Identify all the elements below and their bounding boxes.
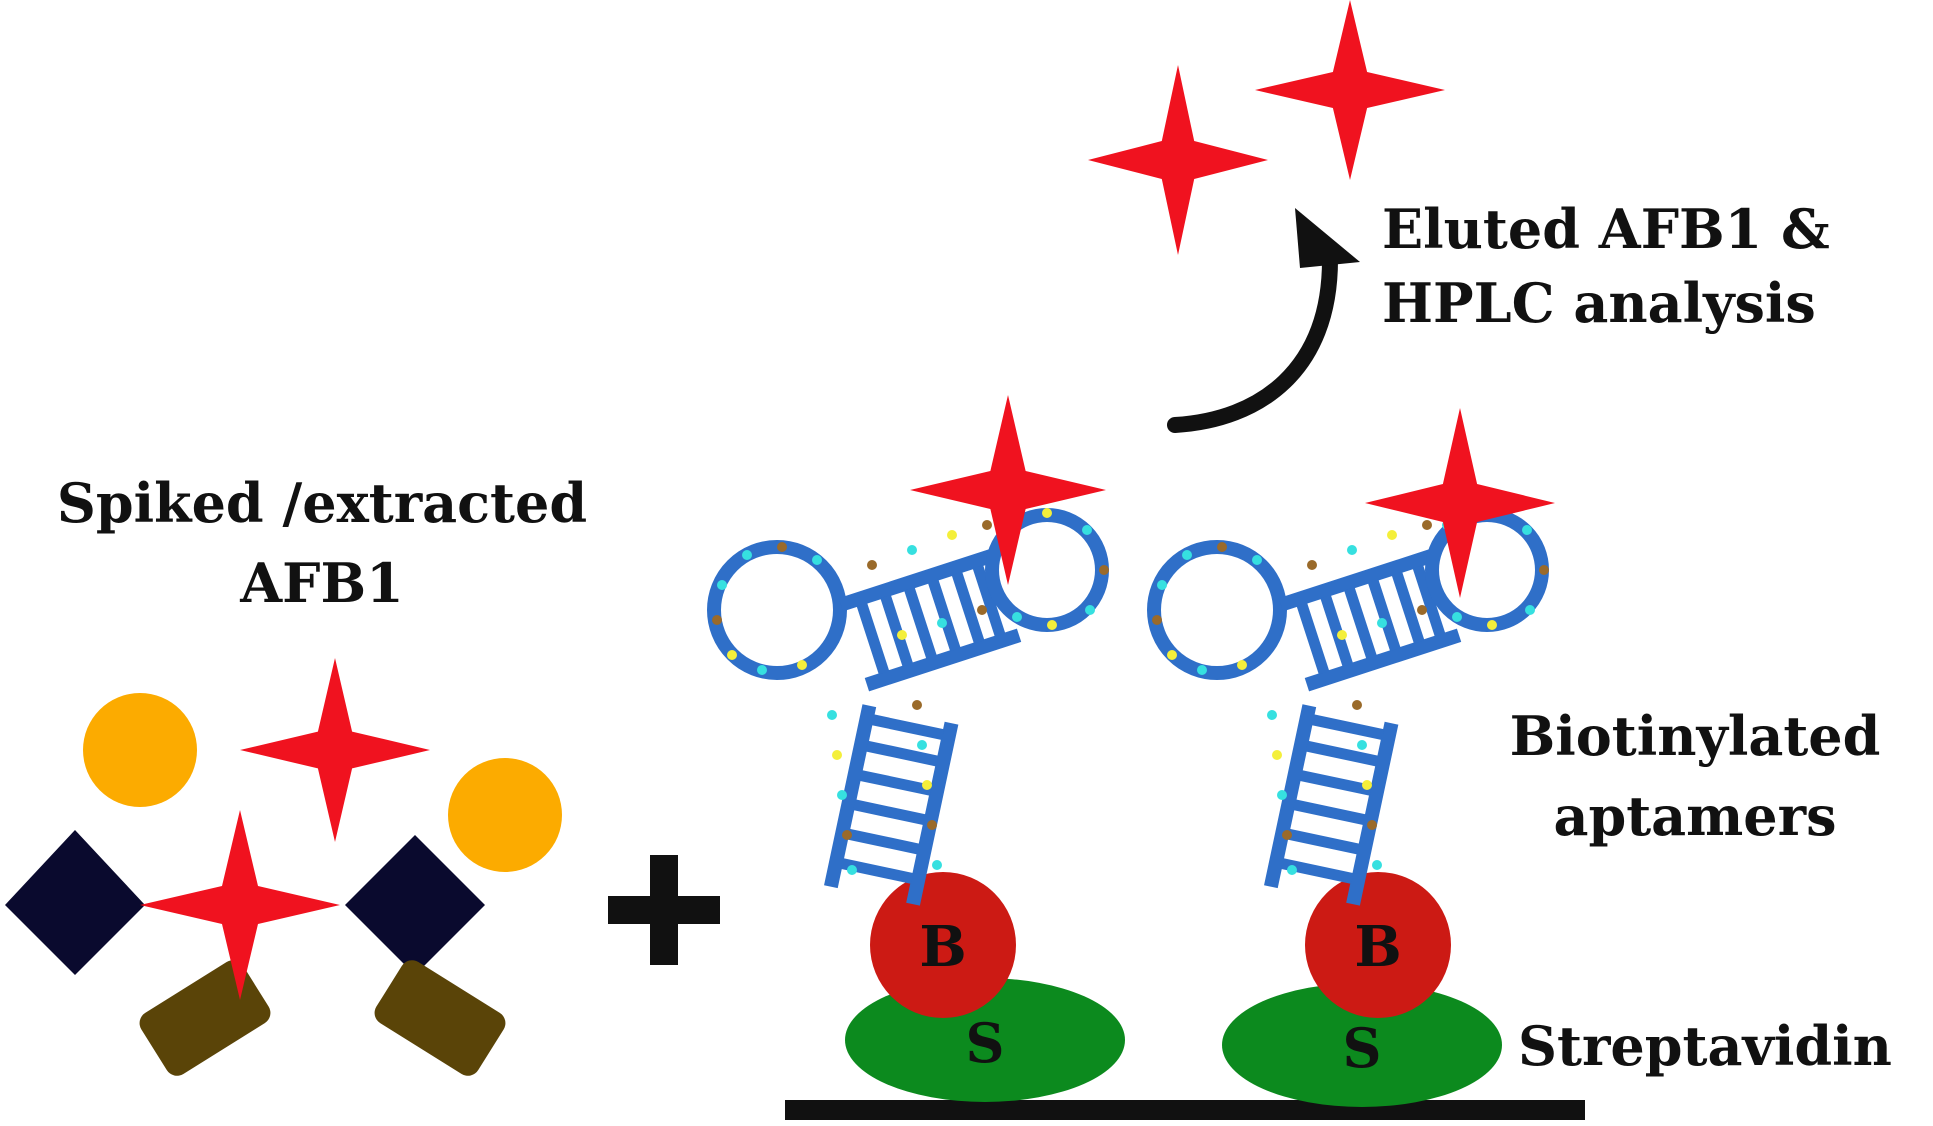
orange-circle: [83, 693, 197, 807]
sample-mixture: [5, 658, 562, 1076]
eluted-star-icon: [1088, 64, 1268, 255]
orange-circle: [448, 758, 562, 872]
biotin-1: B: [870, 872, 1016, 1018]
afb1-star-icon: [140, 810, 340, 1000]
biotinylated-label-line1: Biotinylated: [1510, 704, 1881, 768]
plus-icon: [608, 855, 720, 965]
streptavidin-letter: S: [966, 1011, 1005, 1075]
spiked-label-line1: Spiked /extracted: [57, 471, 587, 535]
olive-rectangle: [374, 960, 506, 1076]
eluted-label-line2: HPLC analysis: [1382, 271, 1816, 335]
eluted-star-icon: [1255, 0, 1445, 180]
streptavidin-letter: S: [1343, 1016, 1382, 1080]
surface: [785, 1100, 1585, 1120]
navy-diamond: [345, 835, 485, 975]
aptamer-1: [712, 508, 1109, 904]
navy-diamond: [5, 830, 145, 975]
afb1-star-icon: [240, 658, 430, 842]
eluted-label-line1: Eluted AFB1 &: [1382, 197, 1830, 261]
olive-rectangle: [139, 960, 271, 1076]
streptavidin-2: S: [1222, 983, 1502, 1107]
streptavidin-label: Streptavidin: [1518, 1014, 1892, 1078]
biotin-letter: B: [1354, 914, 1401, 980]
biotin-2: B: [1305, 872, 1451, 1018]
spiked-label-line2: AFB1: [239, 551, 403, 615]
biotin-letter: B: [919, 914, 966, 980]
aptamer-2: [1152, 508, 1549, 904]
biotinylated-label-line2: aptamers: [1553, 784, 1836, 848]
curved-arrow-icon: [1167, 208, 1360, 433]
